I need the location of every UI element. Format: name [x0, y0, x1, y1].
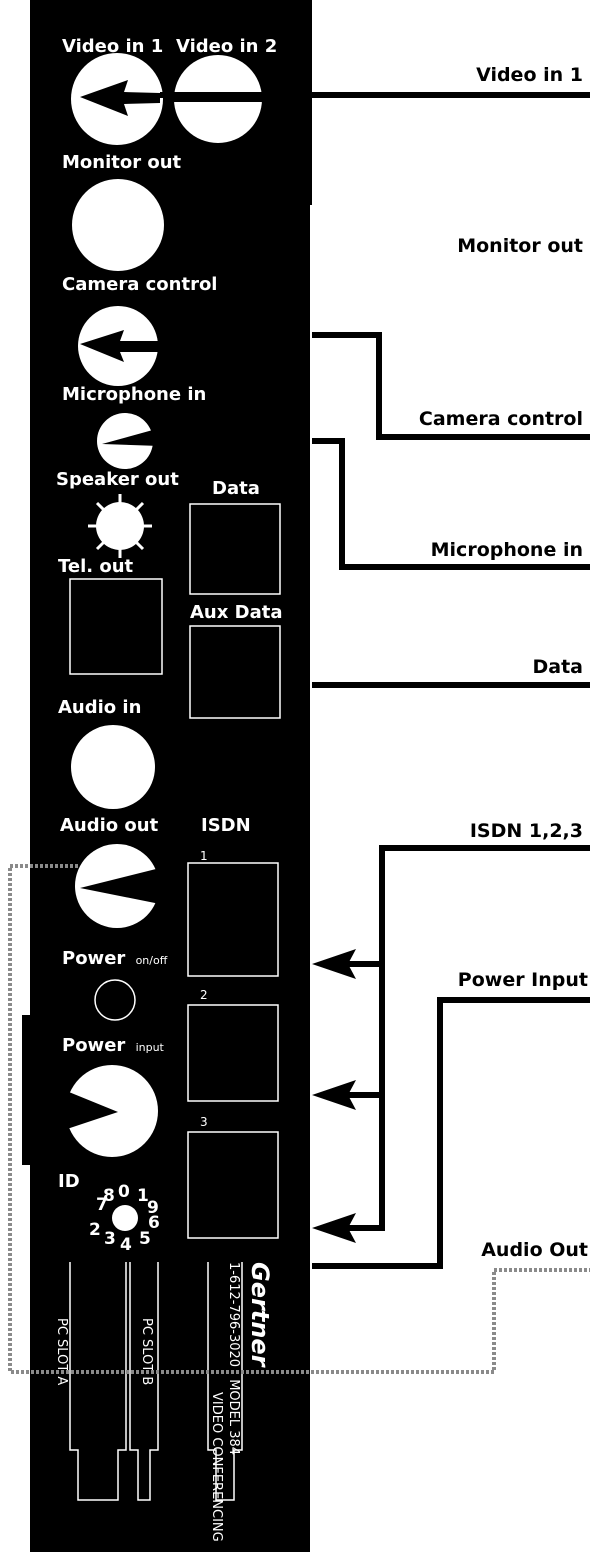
speaker-out-jack[interactable] — [88, 494, 152, 558]
tel-out-port[interactable] — [69, 578, 163, 675]
svg-text:9: 9 — [147, 1198, 159, 1218]
brand-phone: 1-612-796-3020 MODEL 384 — [226, 1262, 241, 1455]
label-speaker-out: Speaker out — [56, 469, 179, 490]
leader-lines — [160, 92, 590, 1269]
audio-out-jack[interactable] — [75, 844, 160, 928]
label-id: ID — [58, 1171, 80, 1192]
leader-power-input — [312, 997, 590, 1269]
label-power: Power on/off — [62, 948, 168, 969]
camera-control-jack[interactable] — [78, 306, 160, 386]
brand-product: VIDEO CONFERENCING — [209, 1392, 224, 1542]
label-audio-out: Audio out — [60, 815, 159, 836]
leader-microphone-in — [312, 438, 590, 570]
svg-text:1: 1 — [137, 1186, 149, 1206]
data-port[interactable] — [189, 503, 281, 595]
isdn-port-1-label: 1 — [200, 849, 208, 863]
svg-text:7: 7 — [96, 1195, 108, 1215]
isdn-port-2[interactable] — [187, 1004, 279, 1102]
svg-text:0: 0 — [118, 1182, 130, 1202]
audio-in-jack[interactable] — [71, 725, 155, 809]
aux-data-port[interactable] — [189, 625, 281, 719]
label-video-in-1: Video in 1 — [62, 36, 163, 57]
label-tel-out: Tel. out — [58, 556, 134, 577]
isdn-arrowheads — [312, 949, 356, 1243]
label-data: Data — [212, 478, 260, 499]
power-switch[interactable] — [94, 979, 136, 1021]
callout-power-input: Power Input — [458, 969, 588, 991]
callout-audio-out: Audio Out — [481, 1239, 588, 1261]
isdn-port-3-label: 3 — [200, 1115, 208, 1129]
label-audio-in: Audio in — [58, 697, 141, 718]
video-in-1-jack[interactable] — [71, 53, 163, 145]
callout-camera-control: Camera control — [419, 408, 583, 430]
slot-a-label: PC SLOT A — [54, 1318, 69, 1385]
power-input-jack[interactable] — [64, 1065, 158, 1157]
callout-isdn: ISDN 1,2,3 — [470, 820, 583, 842]
isdn-port-2-label: 2 — [200, 988, 208, 1002]
brand-name: Gertner — [246, 1262, 274, 1369]
microphone-in-jack[interactable] — [97, 413, 160, 469]
monitor-out-jack[interactable] — [72, 179, 164, 271]
callout-video-in-1: Video in 1 — [476, 64, 583, 86]
callout-data: Data — [533, 656, 584, 678]
label-monitor-out: Monitor out — [62, 152, 182, 173]
svg-text:2: 2 — [89, 1220, 101, 1240]
leader-audio-out — [8, 864, 590, 1374]
label-video-in-2: Video in 2 — [176, 36, 277, 57]
label-camera-control: Camera control — [62, 274, 217, 295]
label-power-input: Power input — [62, 1035, 165, 1056]
svg-text:8: 8 — [103, 1186, 115, 1206]
svg-text:6: 6 — [148, 1213, 160, 1233]
pc-slot-b[interactable] — [129, 1262, 159, 1501]
callout-microphone-in: Microphone in — [431, 539, 583, 561]
leader-isdn — [340, 845, 590, 1231]
leader-camera-control — [312, 332, 590, 440]
label-isdn: ISDN — [201, 815, 251, 836]
isdn-port-1[interactable] — [187, 862, 279, 977]
slot-b-label: PC SLOT B — [139, 1318, 154, 1385]
callout-monitor-out: Monitor out — [457, 235, 583, 257]
label-microphone-in: Microphone in — [62, 384, 206, 405]
pc-slot-c[interactable] — [207, 1262, 243, 1501]
label-aux-data: Aux Data — [190, 602, 282, 623]
svg-text:5: 5 — [139, 1229, 151, 1249]
svg-text:4: 4 — [120, 1235, 132, 1255]
svg-text:3: 3 — [104, 1229, 116, 1249]
isdn-port-3[interactable] — [187, 1131, 279, 1239]
id-rotary-switch[interactable]: 0 1 2 3 4 5 6 7 8 9 — [89, 1182, 160, 1255]
pc-slot-a[interactable] — [69, 1262, 127, 1501]
